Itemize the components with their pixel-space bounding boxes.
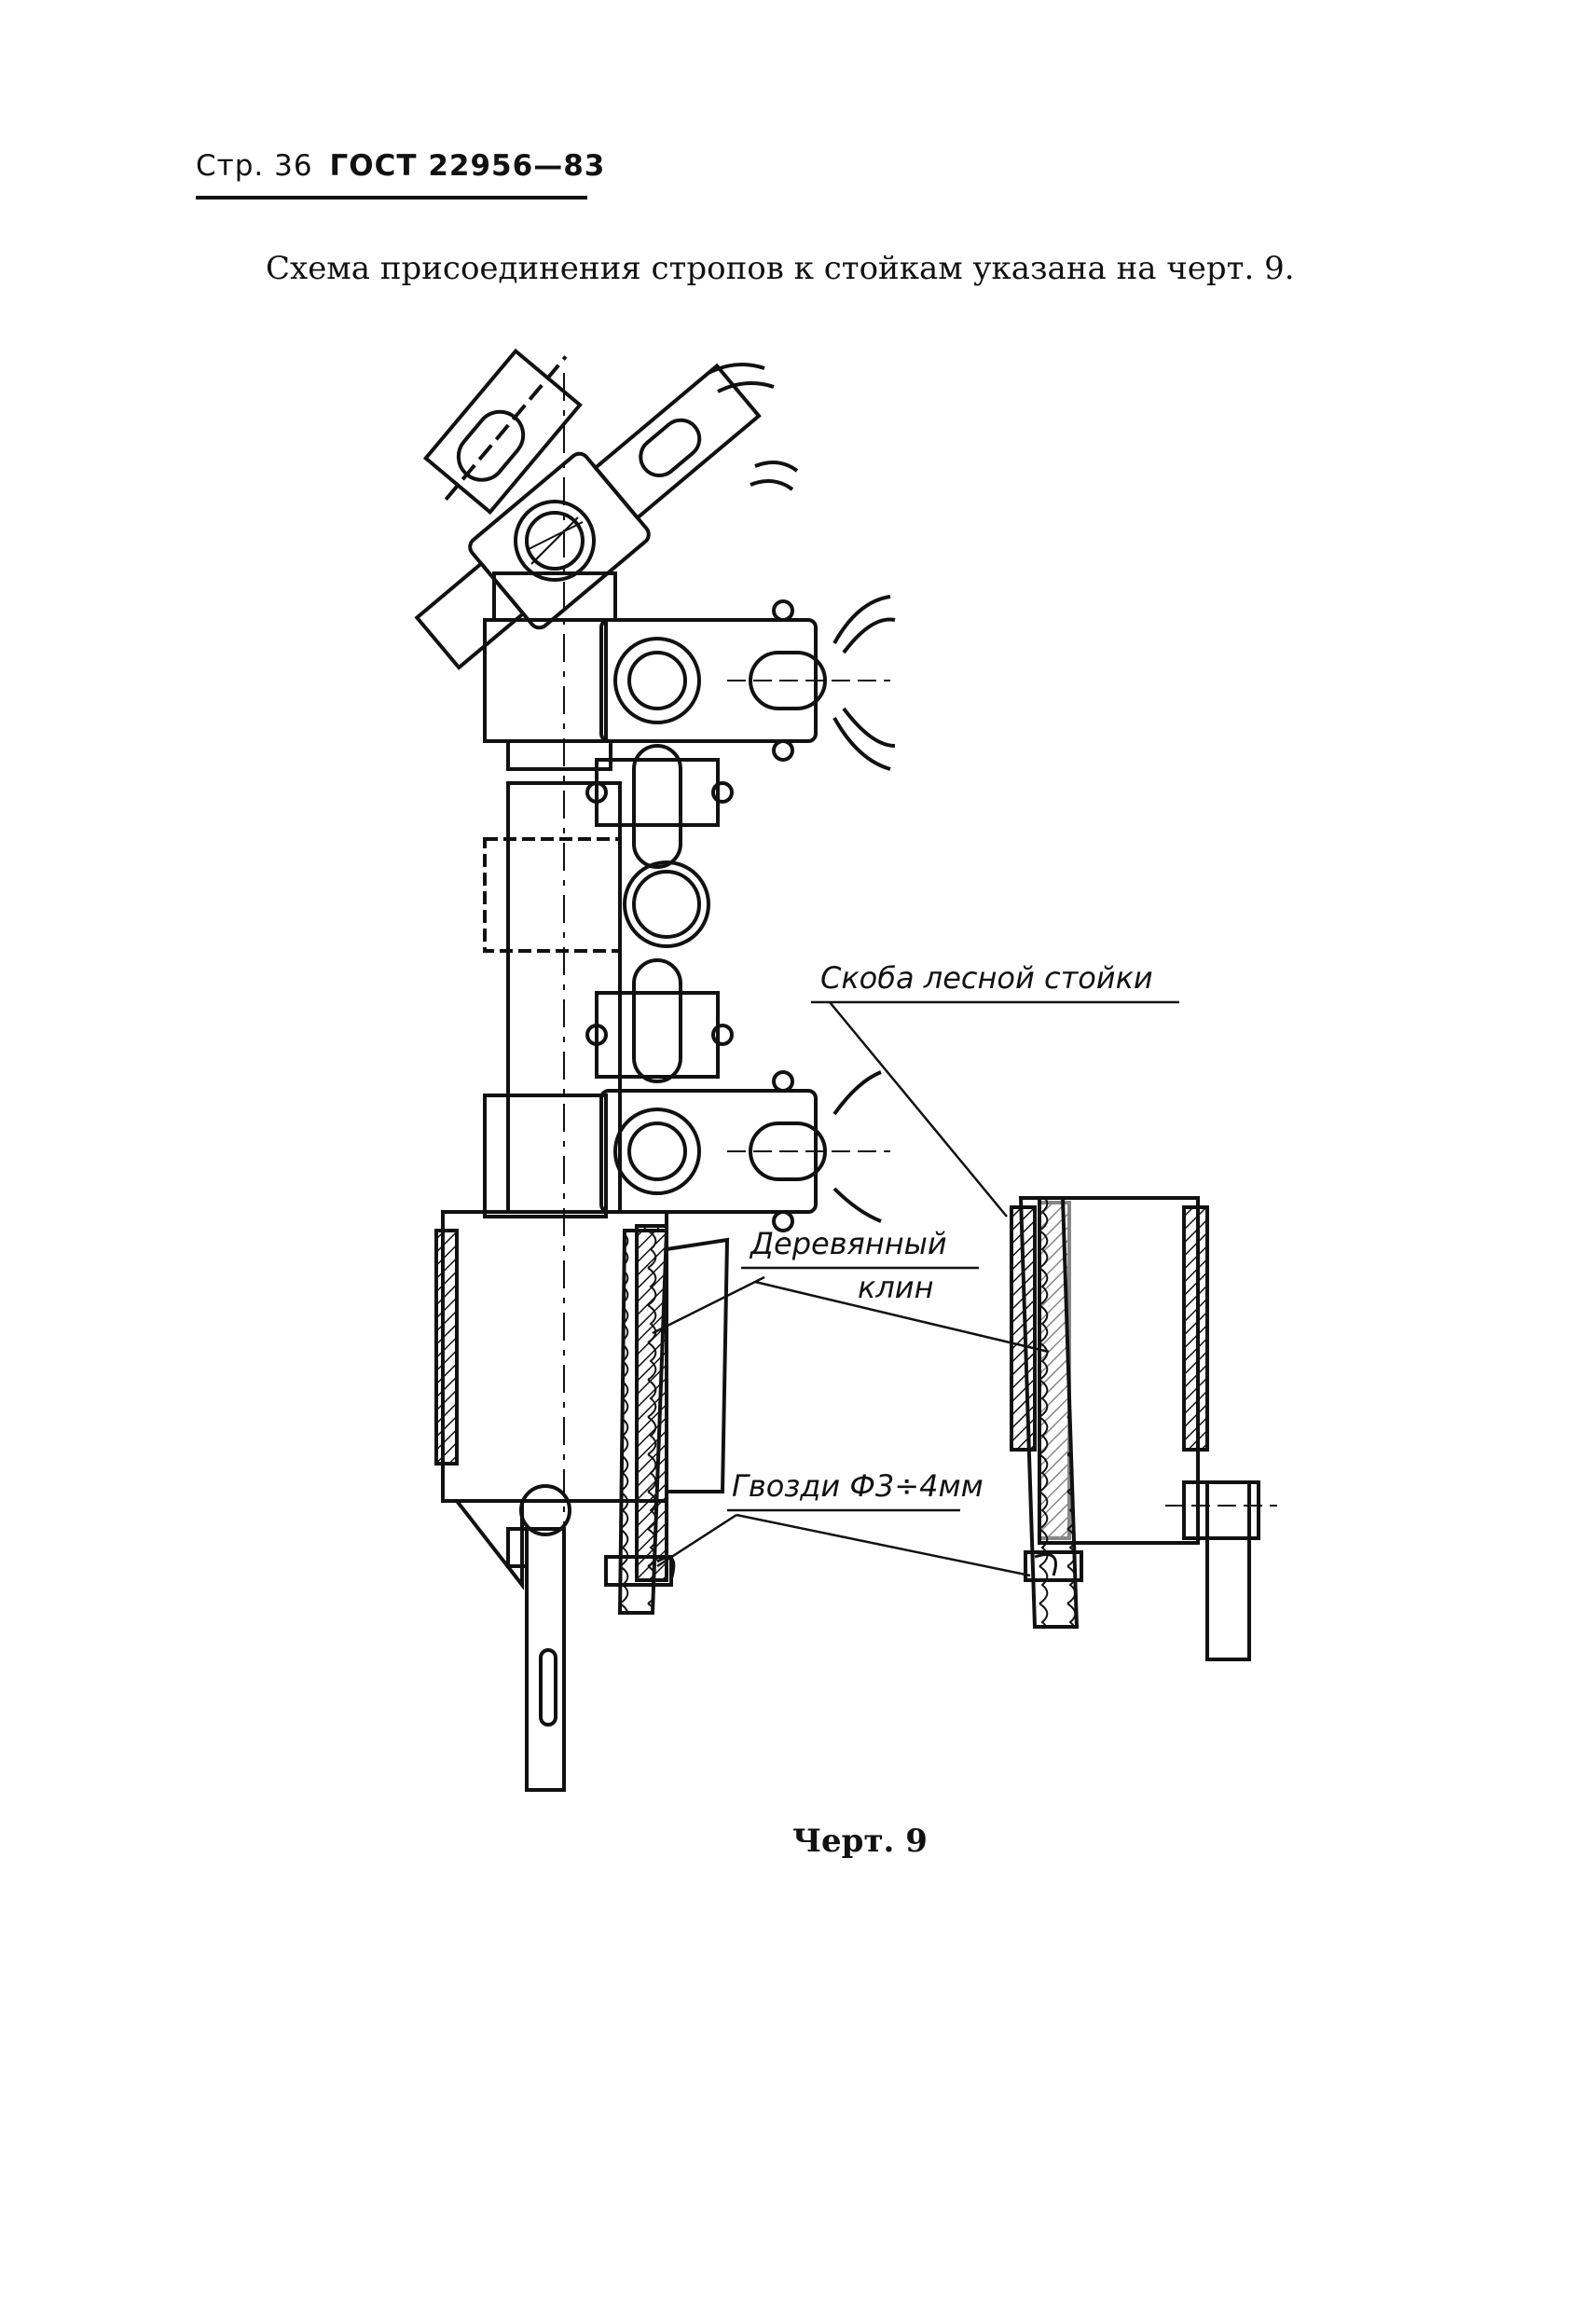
page-number: Стр. 36 — [196, 149, 313, 183]
lower-coupler-body — [483, 1094, 608, 1218]
header-rule — [196, 196, 587, 200]
figure-caption: Черт. 9 — [792, 1823, 928, 1860]
intro-paragraph: Схема присоединения стропов к стойкам ук… — [266, 250, 1295, 287]
standard-id: ГОСТ 22956—83 — [329, 149, 606, 183]
upper-pivot — [514, 500, 596, 582]
upper-left-clamp — [422, 348, 583, 516]
upper-coupler-body — [483, 618, 608, 743]
middle-pivot — [623, 860, 710, 948]
coupler-assembly — [414, 348, 1277, 1792]
label-nails: Гвозди Ф3÷4мм — [732, 1468, 984, 1504]
page-header: Стр. 36 ГОСТ 22956—83 — [196, 149, 605, 183]
right-post-clamp — [1010, 1196, 1277, 1661]
label-wedge-line1: Деревянный — [749, 1226, 947, 1261]
label-bracket: Скоба лесной стойки — [820, 960, 1153, 996]
upper-swivel-clamp — [414, 363, 762, 670]
left-post-clamp — [434, 1210, 730, 1792]
leader-lines — [652, 1000, 1179, 1577]
label-wedge-line2: клин — [858, 1270, 934, 1305]
